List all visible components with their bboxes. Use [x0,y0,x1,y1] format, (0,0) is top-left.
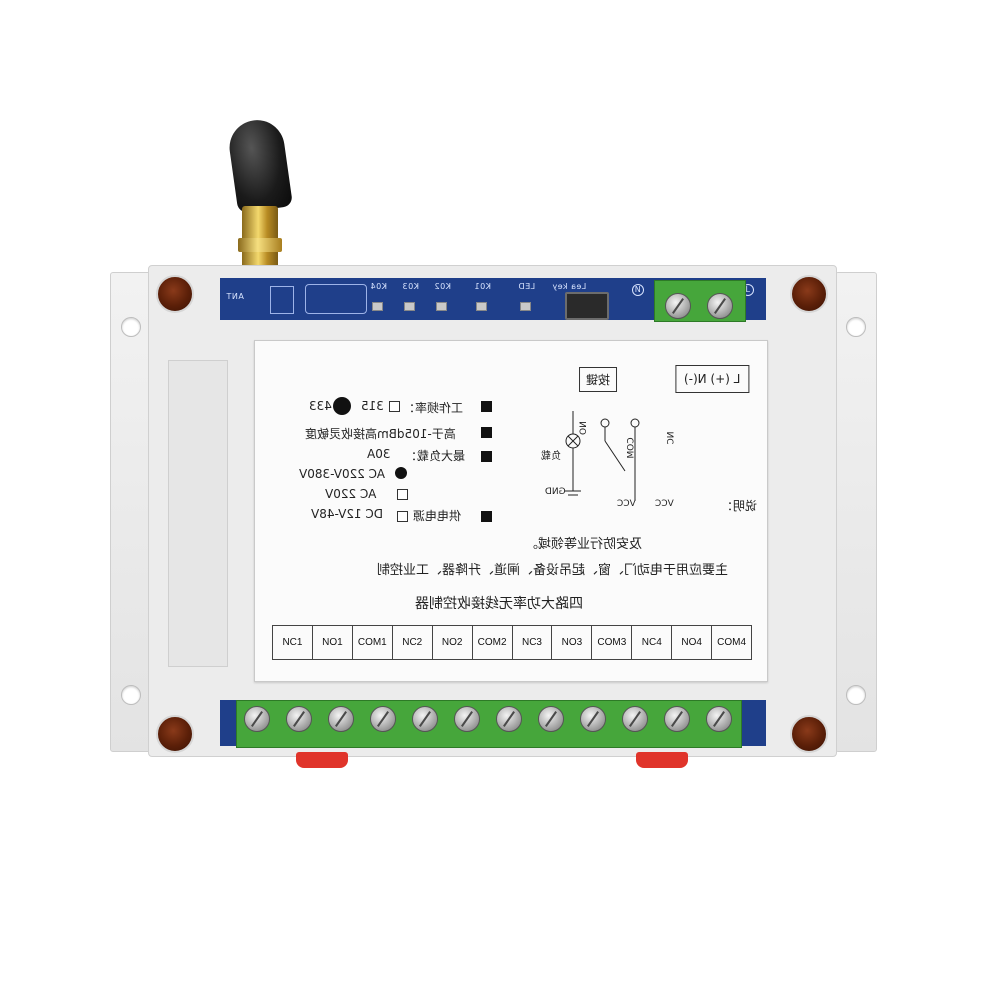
terminal-screw[interactable] [244,706,270,732]
corner-screw [156,715,194,753]
terminal-screw[interactable] [706,706,732,732]
terminal-label: NO2 [433,626,473,659]
supply-opt2-checkbox [397,489,408,500]
led-label-led: LED [518,282,536,291]
freq-433: 433 [309,399,332,413]
terminal-label: NC2 [393,626,433,659]
supply-opt2: AC 220V [325,487,377,501]
diagram-nc: NC [666,431,677,445]
supply-opt3: DC 12V-48V [311,507,384,521]
sensitivity: 高于-105dBm高接收灵敏度 [305,427,456,441]
freq-label: 工作频率： [403,401,464,415]
diagram-load: 负载 [541,451,561,462]
n-mark: N [632,284,644,296]
left-mount-flange [110,272,152,752]
terminal-label: NO4 [672,626,713,659]
supply-selected-dot [395,467,407,479]
terminal-label: NC4 [632,626,673,659]
indicator-led [520,302,531,311]
terminal-label: NC3 [513,626,553,659]
diagram-vcc-right: VCC [655,499,674,509]
terminal-label: NO3 [552,626,593,659]
indicator-led [404,302,415,311]
diagram-gnd: GND [545,487,566,497]
usage-line-2: 及安防行业等领域。 [525,537,643,552]
indicator-led [436,302,447,311]
product-title: 四路大功率无线接收控制器 [415,596,583,612]
terminal-screw[interactable] [454,706,480,732]
terminal-screw[interactable] [580,706,606,732]
wiring-diagram [565,411,640,501]
terminal-screw[interactable] [664,706,690,732]
freq-433-selected-dot [333,397,351,415]
din-clip-left[interactable] [296,752,348,768]
terminal-screw[interactable] [665,293,691,319]
corner-screw [790,715,828,753]
supply-opt1: AC 220V-380V [299,467,386,481]
button-box: 按键 [579,367,618,392]
mount-hole [121,685,141,705]
right-mount-flange [835,272,877,752]
terminal-label: COM2 [473,626,513,659]
supply-opt3-checkbox [397,511,408,522]
supply-label: 供电电源 [413,509,462,523]
corner-screw [790,275,828,313]
relay-terminal-block [236,700,742,748]
note-label: 说明： [721,499,758,513]
terminal-label: COM3 [592,626,633,659]
terminal-screw[interactable] [286,706,312,732]
bullet [481,427,492,438]
max-load-value: 30A [367,447,391,461]
diagram-com: COM [626,437,637,459]
led-label-k03: K03 [402,282,419,291]
terminal-label: COM4 [717,637,747,648]
mount-hole [846,685,866,705]
power-polarity-box: L (+) N(-) [675,365,750,393]
usage-line-1: 主要应用于电动门、窗、起吊设备、闸道、升降器、工业控制 [377,563,729,578]
key-label: Lea key [552,282,587,291]
terminal-label: NC1 [273,626,313,659]
pcb-antenna-pad [270,286,294,314]
max-load-label: 最大负载： [405,449,466,463]
terminal-screw[interactable] [412,706,438,732]
terminal-screw[interactable] [622,706,648,732]
din-clip-right[interactable] [636,752,688,768]
freq-315-checkbox [389,401,400,412]
corner-screw [156,275,194,313]
terminal-label: COM1 [353,626,393,659]
indicator-led [372,302,383,311]
led-label-k04: K04 [370,282,387,291]
terminal-screw[interactable] [328,706,354,732]
terminal-label-table: NC1 NO1 COM1 NC2 NO2 COM2 NC3 NO3 COM3 N… [272,625,752,660]
terminal-screws [236,704,740,734]
pcb-trace [305,284,367,314]
bullet [481,401,492,412]
led-label-k02: K02 [434,282,451,291]
ant-label: ANT [226,292,244,301]
terminal-screw[interactable] [707,293,733,319]
bullet [481,451,492,462]
antenna-cap [226,116,293,214]
diagram-no: NO [578,421,589,435]
mount-hole [121,317,141,337]
side-rail [168,360,228,667]
freq-315: 315 [361,399,384,413]
power-terminal-block [654,280,746,322]
terminal-screw[interactable] [496,706,522,732]
learn-key-button[interactable] [565,292,609,320]
led-label-k01: K01 [474,282,491,291]
indicator-led [476,302,487,311]
terminal-label: NO1 [313,626,353,659]
terminal-screw[interactable] [370,706,396,732]
mount-hole [846,317,866,337]
diagram-vcc-left: VCC [617,499,636,509]
bullet [481,511,492,522]
terminal-screw[interactable] [538,706,564,732]
